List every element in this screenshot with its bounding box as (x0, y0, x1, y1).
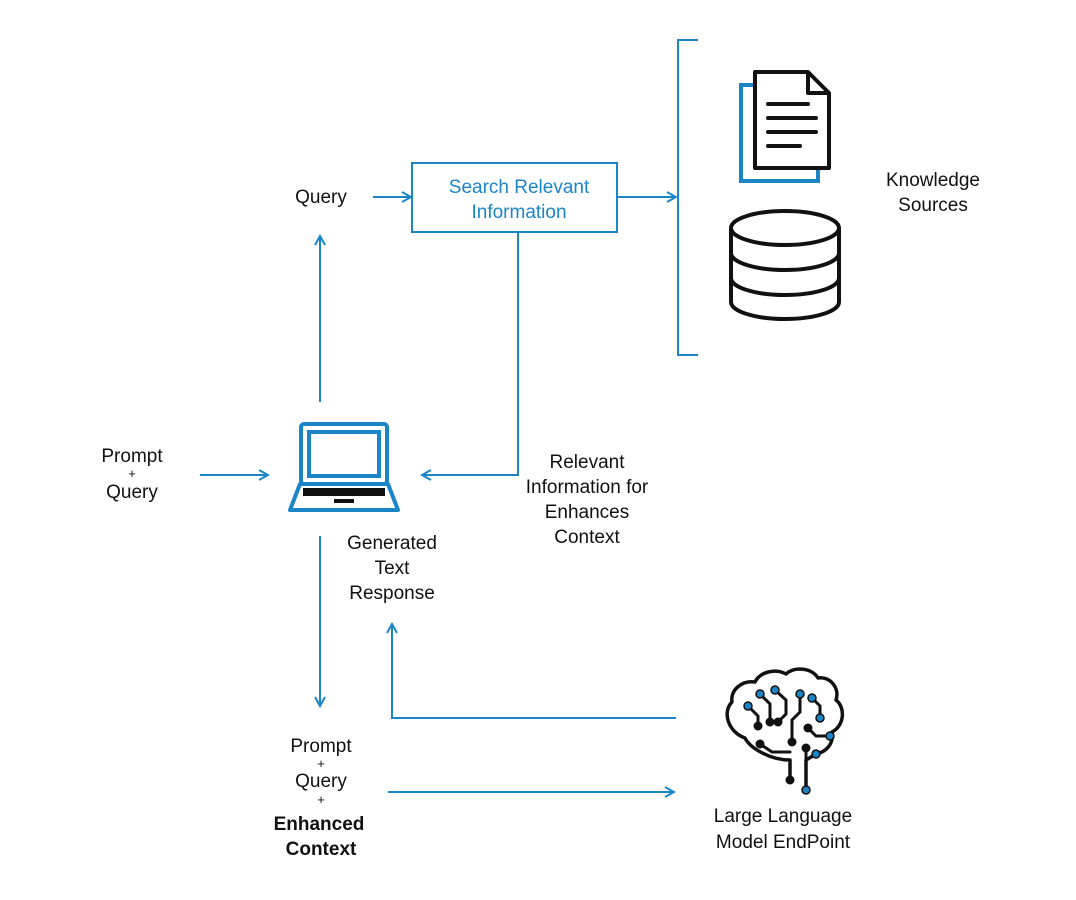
generated-response-line1: Generated (347, 533, 437, 554)
connectors (200, 39, 698, 792)
relevant-info-line3: Enhances (545, 502, 630, 523)
query-label-enhanced: Query (295, 771, 347, 792)
relevant-info-line2: Information for (526, 477, 649, 498)
plus-label-enhanced-1: + (317, 756, 325, 771)
plus-label-top: + (128, 466, 136, 481)
search-box-line2: Information (471, 202, 566, 223)
search-box-line1: Search Relevant (449, 177, 590, 198)
generated-response-line2: Text (375, 558, 411, 579)
context-label: Context (286, 839, 357, 860)
database-icon (729, 209, 841, 321)
plus-label-enhanced-2: + (317, 792, 325, 807)
arrow-llm-to-response (392, 624, 676, 719)
laptop-icon (288, 422, 400, 512)
knowledge-sources-line2: Sources (898, 195, 968, 216)
prompt-label-enhanced: Prompt (290, 736, 352, 757)
relevant-info-line1: Relevant (550, 452, 626, 473)
document-icon (739, 70, 831, 183)
llm-line2: Model EndPoint (716, 832, 851, 853)
enhanced-label: Enhanced (274, 814, 365, 835)
relevant-info-line4: Context (554, 527, 620, 548)
arrow-search-to-laptop (422, 232, 519, 475)
brain-circuit-icon (725, 667, 845, 795)
llm-line1: Large Language (714, 806, 852, 827)
prompt-label-top: Prompt (101, 446, 163, 467)
knowledge-sources-line1: Knowledge (886, 170, 980, 191)
generated-response-line3: Response (349, 583, 435, 604)
search-box (411, 162, 618, 233)
query-label: Query (295, 187, 347, 208)
query-label-input: Query (106, 482, 158, 503)
knowledge-bracket (677, 39, 698, 356)
